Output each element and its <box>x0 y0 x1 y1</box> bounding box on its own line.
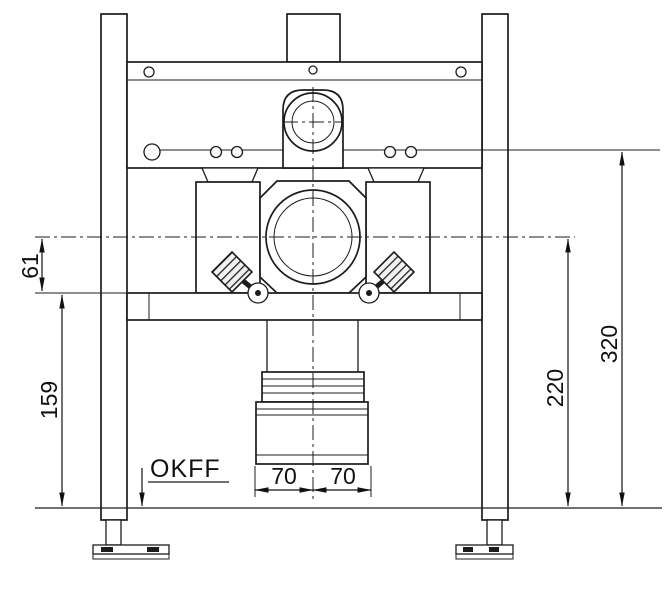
left-angle-valve <box>210 250 269 304</box>
right-rail <box>481 13 509 521</box>
hole-icon <box>143 143 161 161</box>
hole-icon <box>404 145 418 159</box>
dimension-70-right: 70 <box>312 463 372 493</box>
screw-icon <box>308 65 318 75</box>
right-angle-valve <box>358 250 416 304</box>
dimension-220: 220 <box>542 238 571 507</box>
drain-socket <box>255 401 369 465</box>
dim-70-left-label: 70 <box>271 463 297 489</box>
frame <box>92 13 660 560</box>
dim-70-right-label: 70 <box>330 463 356 489</box>
flush-pipe-box <box>286 13 341 63</box>
screw-icon <box>455 66 467 78</box>
screw-icon <box>143 66 155 78</box>
dim-220-label: 220 <box>542 369 568 407</box>
dimension-159: 159 <box>36 294 65 507</box>
okff-label: OKFF <box>150 455 221 483</box>
dimensions: 61 159 220 320 70 70 OKFF <box>17 151 625 507</box>
dimension-70-left: 70 <box>254 463 314 493</box>
fixing-holes <box>143 65 467 161</box>
dim-159-label: 159 <box>36 381 62 419</box>
floor-reference: OKFF <box>139 455 229 507</box>
hole-icon <box>209 145 223 159</box>
dim-61-label: 61 <box>17 253 43 279</box>
centerlines <box>35 87 575 499</box>
hole-icon <box>230 145 244 159</box>
lower-rail <box>126 292 483 321</box>
dim-320-label: 320 <box>596 325 622 363</box>
hole-icon <box>383 145 397 159</box>
drain-pipe <box>255 320 369 465</box>
left-foot <box>92 519 170 560</box>
dimension-320: 320 <box>596 151 625 507</box>
right-foot <box>455 519 514 560</box>
left-rail <box>100 13 128 521</box>
dimension-61: 61 <box>17 238 45 292</box>
